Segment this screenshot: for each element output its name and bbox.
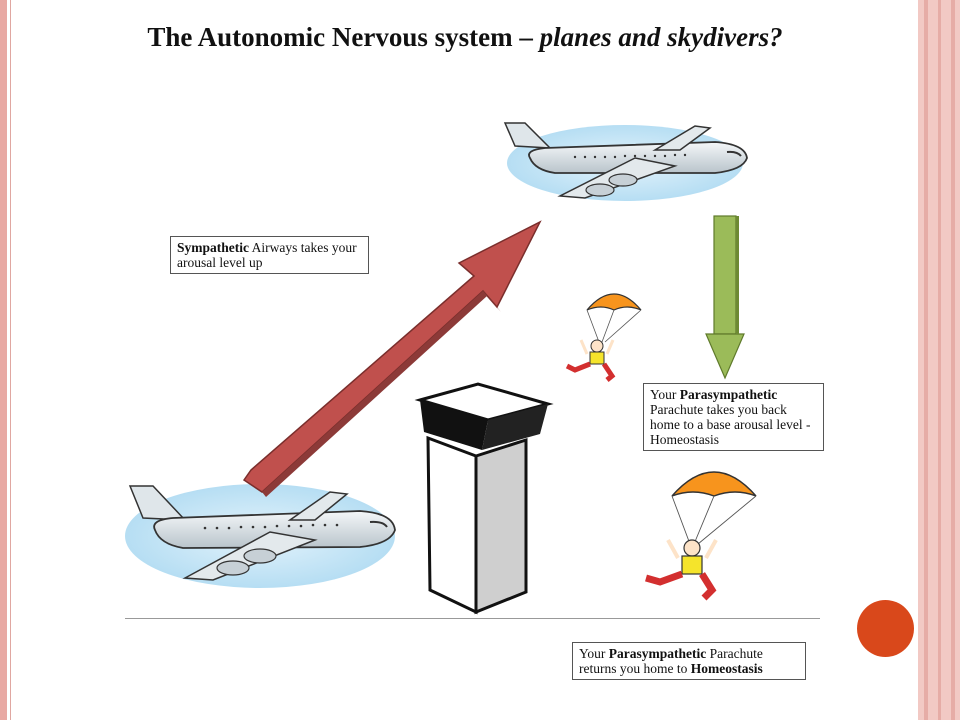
ground-line	[125, 618, 820, 619]
control-tower-icon	[414, 382, 554, 615]
skydiver-icon	[645, 471, 757, 601]
up-arrow-icon	[242, 220, 542, 497]
down-arrow-icon	[705, 215, 745, 380]
skydiver-icon	[565, 293, 642, 382]
sympathetic-callout: Sympathetic Airways takes your arousal l…	[170, 236, 369, 274]
left-border	[0, 0, 7, 720]
airplane-icon	[503, 122, 748, 201]
airplane-icon	[125, 484, 396, 588]
left-border-line	[10, 0, 11, 720]
right-border	[918, 0, 960, 720]
homeostasis-callout: Your Parasympathetic Parachute returns y…	[572, 642, 806, 680]
parasympathetic-callout: Your Parasympathetic Parachute takes you…	[643, 383, 824, 451]
accent-dot	[857, 600, 914, 657]
illustration	[125, 122, 757, 615]
slide-title: The Autonomic Nervous system – planes an…	[147, 22, 783, 52]
